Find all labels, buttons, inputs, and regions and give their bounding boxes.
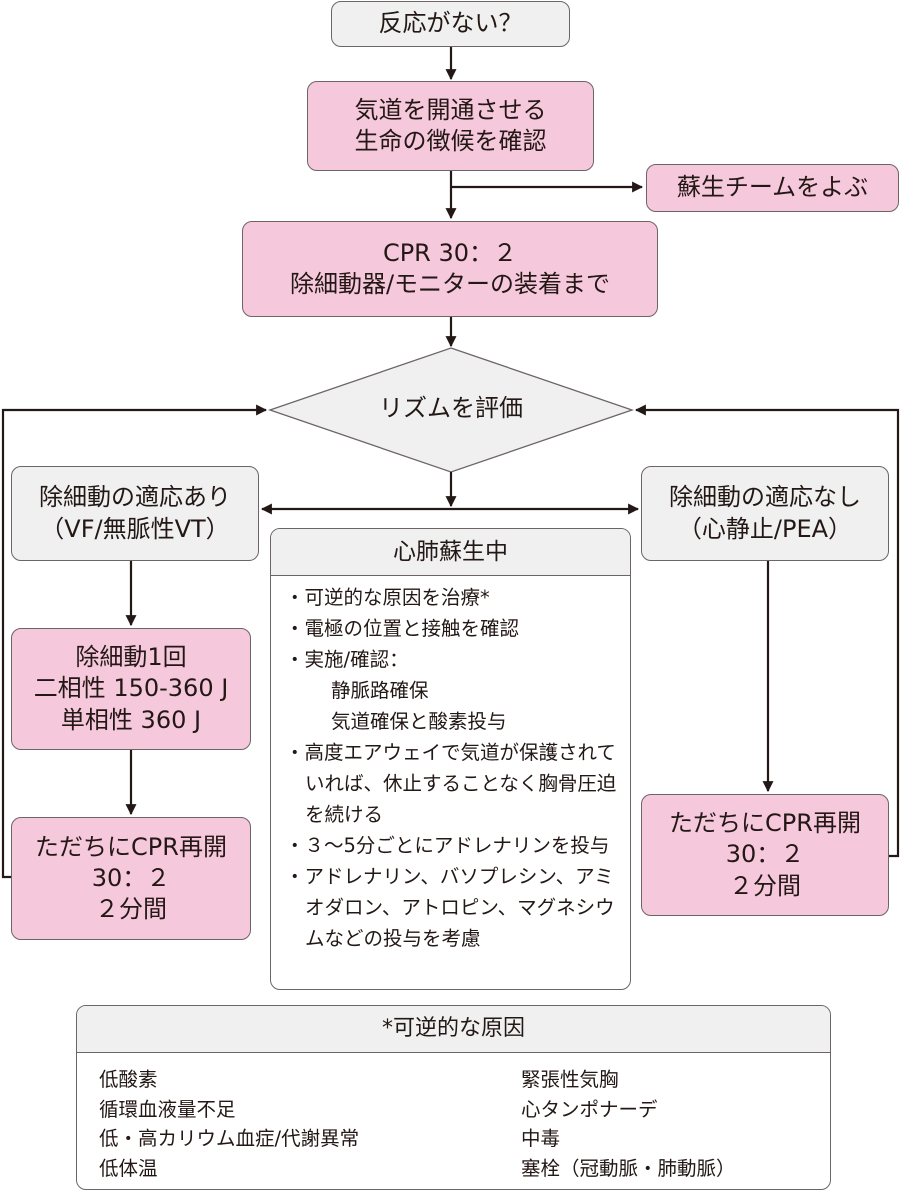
node-label: 除細動の適応あり: [39, 483, 231, 512]
node-no-response: 反応がない？: [331, 1, 570, 47]
cause-item: 心タンポナーデ: [521, 1097, 658, 1121]
node-cpr-start: CPR 30：２ 除細動器/モニターの装着まで: [242, 221, 658, 317]
node-label: CPR 30：２: [382, 238, 518, 267]
node-label: 30：２: [91, 863, 171, 892]
reversible-causes-title: *可逆的な原因: [77, 1006, 830, 1053]
node-label: 反応がない？: [378, 9, 523, 38]
node-label: 除細動の適応なし: [669, 483, 861, 512]
during-cpr-item: ・３～5分ごとにアドレナリンを投与: [285, 834, 610, 857]
cause-item: 中毒: [521, 1127, 561, 1150]
cause-item: 塞栓（冠動脈・肺動脈）: [521, 1156, 736, 1180]
reversible-causes-panel: *可逆的な原因 低酸素循環血液量不足低・高カリウム血症/代謝異常低体温 緊張性気…: [76, 1005, 831, 1190]
cause-item: 低体温: [99, 1156, 158, 1180]
node-non-shockable: 除細動の適応なし （心静止/PEA）: [641, 466, 889, 561]
node-label: 除細動1回: [75, 643, 187, 672]
node-label: ２分間: [95, 895, 167, 924]
node-label: 単相性 360 J: [60, 705, 202, 734]
loop-left-to-rhythm: [1, 404, 268, 879]
node-label: 気道を開通させる: [354, 95, 547, 124]
node-shockable: 除細動の適応あり （VF/無脈性VT）: [11, 466, 259, 561]
causes-left-column: 低酸素循環血液量不足低・高カリウム血症/代謝異常低体温: [99, 1065, 521, 1183]
during-cpr-item: ・電極の位置と接触を確認: [285, 617, 520, 640]
node-label: ただちにCPR再開: [35, 832, 227, 861]
node-label: 生命の徴候を確認: [354, 127, 547, 155]
during-cpr-item: ・実施/確認：: [285, 648, 409, 671]
node-label: 蘇生チームをよぶ: [676, 173, 869, 202]
node-defib-once: 除細動1回 二相性 150-360 J 単相性 360 J: [11, 628, 251, 750]
cause-item: 低・高カリウム血症/代謝異常: [99, 1127, 360, 1150]
cause-item: 緊張性気胸: [521, 1068, 619, 1091]
during-cpr-panel: 心肺蘇生中 ・可逆的な原因を治療* ・電極の位置と接触を確認・実施/確認： 静脈路確…: [270, 528, 631, 990]
node-label: （心静止/PEA）: [677, 514, 853, 543]
during-cpr-title: 心肺蘇生中: [271, 529, 630, 576]
node-open-airway: 気道を開通させる 生命の徴候を確認: [307, 81, 594, 171]
during-cpr-item: ・可逆的な原因を治療*: [285, 586, 490, 609]
cause-item: 低酸素: [99, 1068, 158, 1091]
node-resume-cpr-right: ただちにCPR再開 30：２ ２分間: [641, 794, 889, 916]
during-cpr-subitem: 静脈路確保: [331, 679, 429, 702]
during-cpr-item: ・アドレナリン、バソプレシン、アミオダロン、アトロピン、マグネシウムなどの投与を…: [285, 865, 615, 950]
node-label: 30：２: [725, 840, 805, 869]
node-label: （VF/無脈性VT）: [40, 514, 230, 543]
node-call-team: 蘇生チームをよぶ: [646, 164, 899, 212]
node-label: 除細動器/モニターの装着まで: [289, 270, 611, 298]
cause-item: 循環血液量不足: [99, 1097, 236, 1121]
node-label: ２分間: [729, 871, 801, 900]
node-assess-rhythm: リズムを評価: [379, 394, 523, 422]
node-label: ただちにCPR再開: [669, 809, 861, 838]
during-cpr-subitem: 気道確保と酸素投与: [331, 710, 507, 733]
during-cpr-item: ・高度エアウェイで気道が保護されていれば、休止することなく胸骨圧迫を続ける: [285, 741, 617, 826]
node-resume-cpr-left: ただちにCPR再開 30：２ ２分間: [11, 817, 251, 940]
node-label: 二相性 150-360 J: [33, 674, 229, 703]
loop-right-to-rhythm: [634, 404, 900, 858]
during-cpr-list: ・可逆的な原因を治療* ・電極の位置と接触を確認・実施/確認： 静脈路確保気道確保と…: [271, 576, 630, 954]
causes-right-column: 緊張性気胸心タンポナーデ中毒塞栓（冠動脈・肺動脈）: [521, 1065, 736, 1183]
